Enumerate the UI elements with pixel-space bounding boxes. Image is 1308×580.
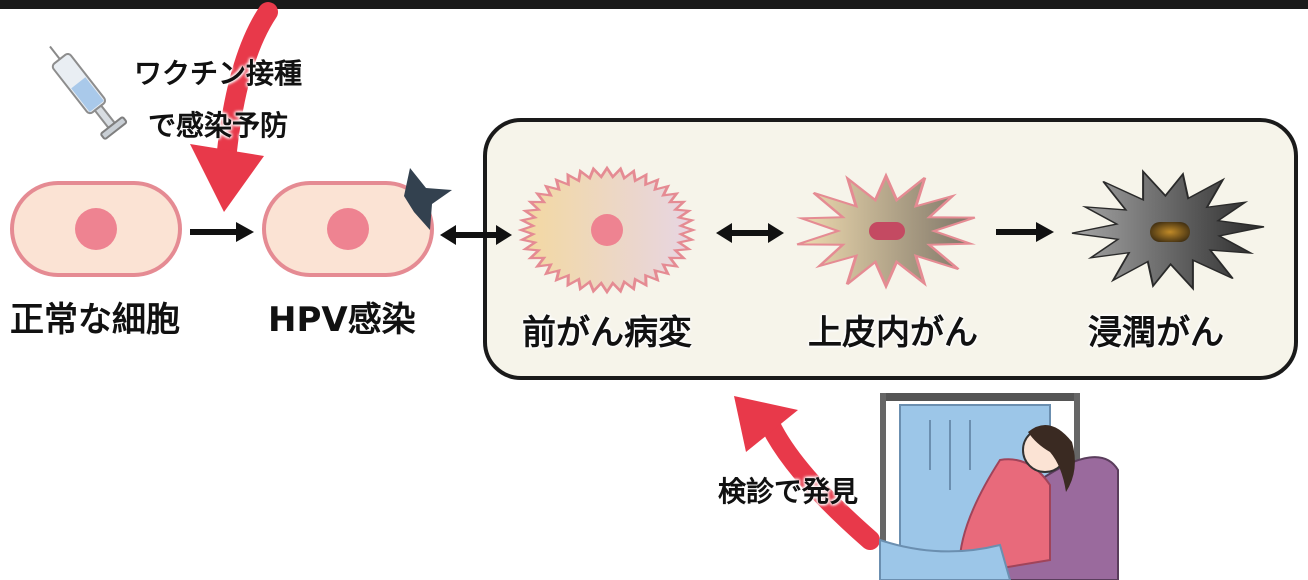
screening-label: 検診で発見 <box>718 475 859 508</box>
carcinoma-in-situ-cell <box>796 172 976 290</box>
virus-icon <box>404 168 452 230</box>
syringe-icon <box>49 45 128 140</box>
arrow-precancer-cis <box>716 223 784 243</box>
vaccine-red-arrow <box>190 2 278 212</box>
stage-label-hpv: HPV感染 <box>268 300 416 340</box>
stage-label-normal: 正常な細胞 <box>10 300 180 340</box>
stage-label-carcinoma-in-situ: 上皮内がん <box>808 313 978 353</box>
hpv-cell <box>262 181 434 277</box>
exam-chair-illustration <box>879 393 1119 580</box>
stage-label-precancer: 前がん病変 <box>522 313 692 353</box>
arrow-hpv-precancer <box>440 225 512 245</box>
arrow-normal-to-hpv <box>190 222 254 242</box>
precancer-cell <box>517 165 697 295</box>
top-border <box>0 0 1308 9</box>
vaccine-label-line1: ワクチン接種 <box>134 57 303 90</box>
invasive-cancer-cell <box>1071 169 1265 291</box>
vaccine-label-line2: で感染予防 <box>148 109 289 142</box>
screening-red-arrow <box>734 396 880 550</box>
normal-cell <box>10 181 182 277</box>
arrow-cis-to-invasive <box>996 222 1054 242</box>
stage-label-invasive: 浸潤がん <box>1088 313 1224 353</box>
